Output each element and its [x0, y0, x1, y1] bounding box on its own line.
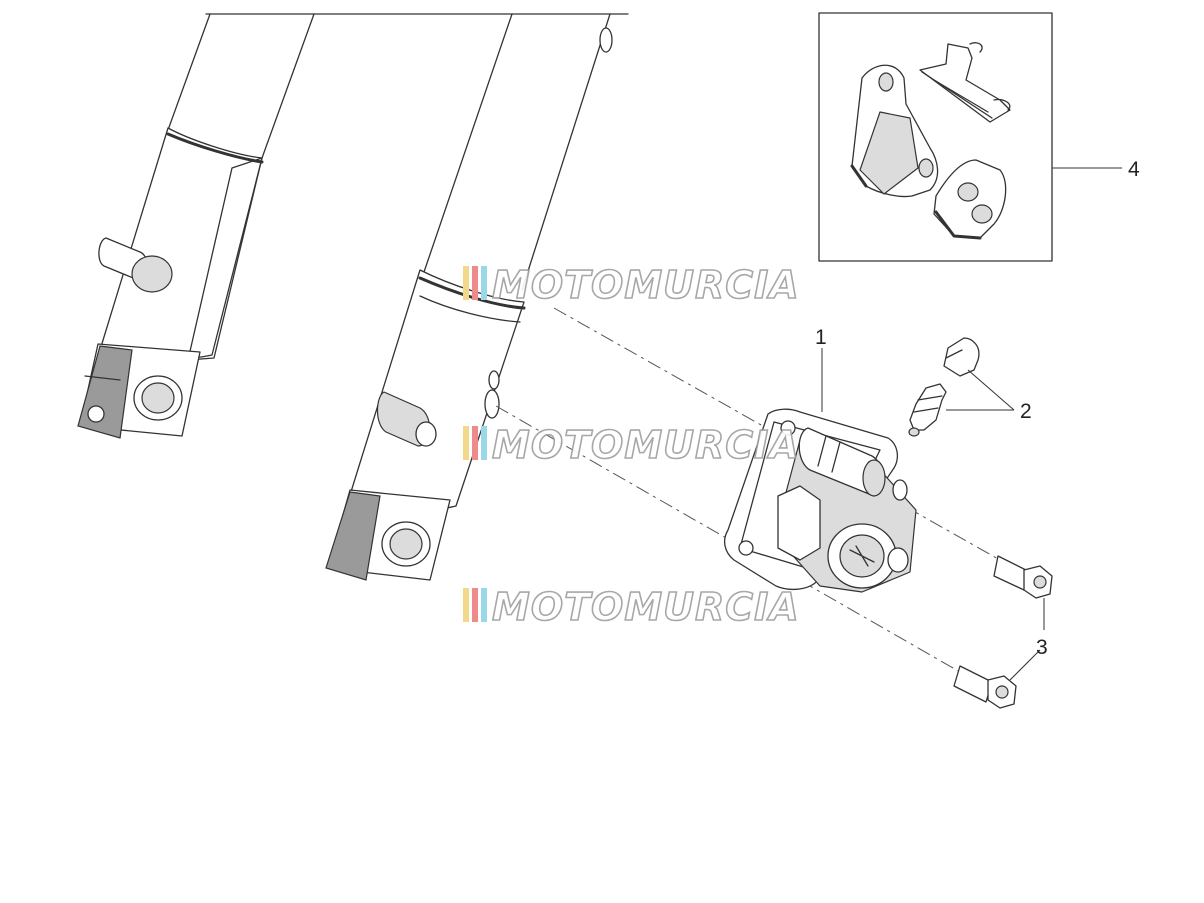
watermark-text: MOTOMURCIA [492, 585, 800, 629]
right-fork-leg [325, 13, 613, 581]
watermark-text: MOTOMURCIA [492, 263, 800, 307]
left-fork-leg [77, 13, 629, 439]
callout-2: 2 [1020, 400, 1032, 423]
callout-4: 4 [1128, 158, 1140, 181]
watermark-middle: MOTOMURCIA [463, 422, 800, 468]
callout-1: 1 [815, 326, 827, 349]
watermark-bottom: MOTOMURCIA [463, 584, 800, 630]
bleeder-valve-and-cap: 2 [908, 337, 1032, 437]
watermark-top: MOTOMURCIA [463, 262, 800, 308]
callout-3: 3 [1036, 636, 1048, 659]
brake-caliper: 1 [723, 326, 917, 593]
brake-pad-kit-box: 4 [818, 12, 1140, 262]
mounting-bolts: 3 [953, 555, 1053, 709]
watermark-text: MOTOMURCIA [492, 423, 800, 467]
